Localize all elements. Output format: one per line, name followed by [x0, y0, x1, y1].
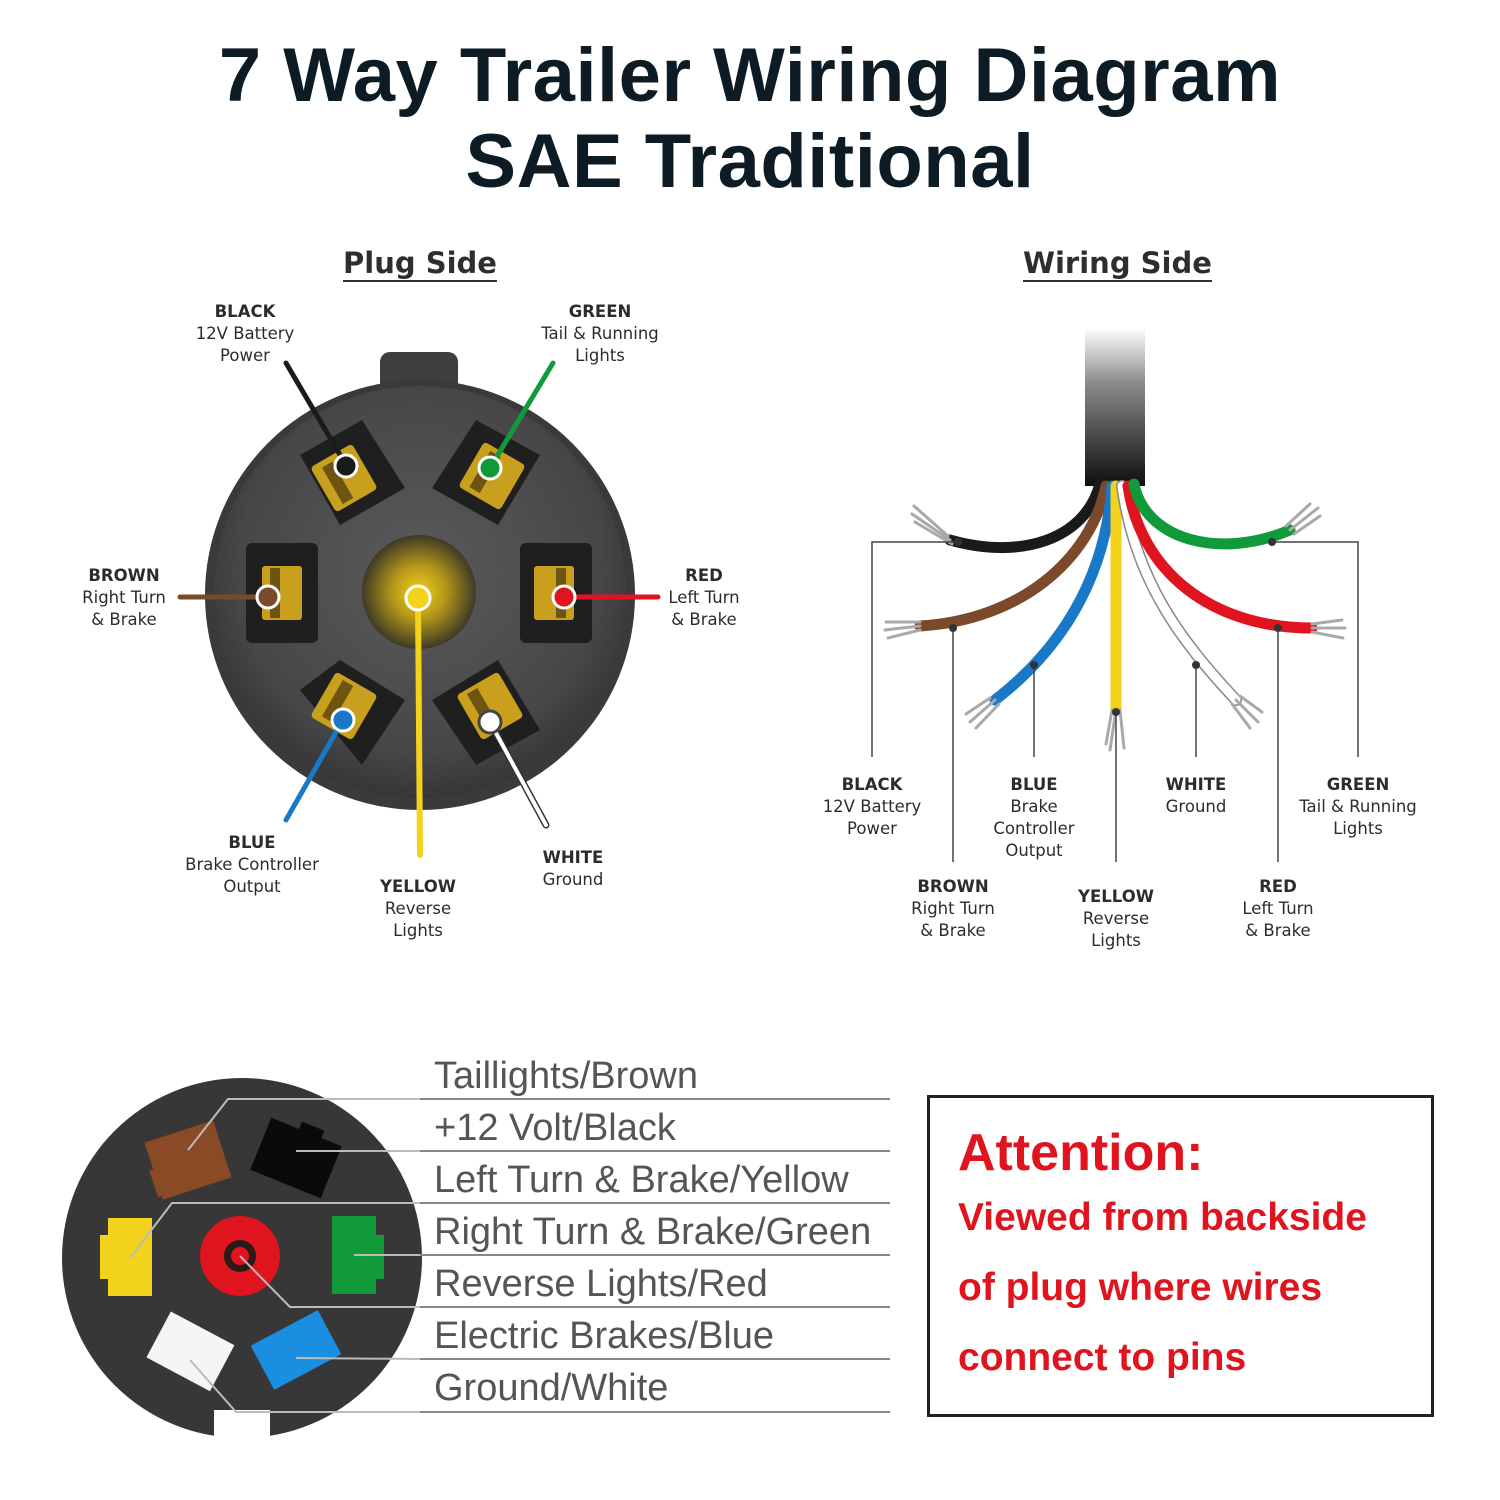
- terminal-white: [477, 709, 503, 735]
- wiring-wire-white: [1117, 481, 1241, 705]
- terminal-brown: [255, 584, 281, 610]
- plug-label-brown: BROWN Right Turn & Brake: [82, 566, 166, 629]
- legend-item-reverse: Reverse Lights/Red: [434, 1263, 768, 1305]
- wiring-wire-red: [1122, 480, 1318, 634]
- terminal-red: [551, 584, 577, 610]
- title-line-1: 7 Way Trailer Wiring Diagram: [218, 33, 1282, 118]
- title-line-2: SAE Traditional: [465, 119, 1035, 204]
- cable-jacket: [1085, 328, 1145, 486]
- back-plug-notch: [214, 1410, 270, 1440]
- wiring-label-blue: BLUE Brake Controller Output: [993, 775, 1075, 860]
- tip-brown: [883, 620, 922, 640]
- plug-outer-rim: [205, 380, 635, 810]
- wiring-label-yellow: YELLOW Reverse Lights: [1078, 887, 1154, 950]
- tip-green: [1284, 502, 1322, 536]
- wire-blue: [283, 717, 346, 823]
- wiring-label-red: RED Left Turn & Brake: [1242, 877, 1314, 940]
- terminal-black: [333, 453, 359, 479]
- tip-red: [1310, 618, 1347, 640]
- terminal-yellow: [404, 584, 432, 612]
- wire-yellow: [415, 597, 423, 858]
- legend-item-right-turn: Right Turn & Brake/Green: [434, 1211, 872, 1253]
- legend-item-left-turn: Left Turn & Brake/Yellow: [434, 1159, 849, 1201]
- back-pin-blue: [250, 1310, 342, 1390]
- wiring-wire-white-outline: [1116, 480, 1242, 706]
- back-pin-white: [146, 1311, 235, 1392]
- attention-heading: Attention:: [958, 1124, 1204, 1182]
- legend-item-electric-brakes: Electric Brakes/Blue: [434, 1315, 775, 1357]
- pin-socket-green: [432, 420, 540, 525]
- tip-yellow: [1104, 708, 1126, 752]
- plug-face: [214, 386, 626, 798]
- wire-green: [487, 360, 556, 471]
- terminal-blue: [330, 707, 356, 733]
- leader-black: [871, 541, 958, 757]
- back-pin-black: [250, 1117, 342, 1199]
- back-plug-body: [62, 1078, 422, 1438]
- wiring-side-heading: Wiring Side: [1023, 246, 1212, 280]
- tip-white: [1230, 694, 1264, 730]
- plug-label-green: GREEN Tail & Running Lights: [541, 302, 659, 365]
- wiring-label-white: WHITE Ground: [1165, 775, 1227, 816]
- wiring-label-black: BLACK 12V Battery Power: [822, 775, 922, 838]
- pin-socket-black: [300, 420, 405, 525]
- plug-label-black: BLACK 12V Battery Power: [195, 302, 295, 365]
- back-pin-brown: [144, 1120, 232, 1200]
- wire-white: [488, 720, 548, 827]
- tip-blue: [964, 696, 1001, 730]
- legend-item-ground: Ground/White: [434, 1367, 669, 1409]
- plug-label-white: WHITE Ground: [542, 848, 604, 889]
- wiring-wire-black: [944, 478, 1106, 554]
- back-pin-yellow: [100, 1218, 152, 1296]
- plug-label-yellow: YELLOW Reverse Lights: [380, 877, 456, 940]
- pin-socket-white: [432, 660, 540, 765]
- plug-label-red: RED Left Turn & Brake: [668, 566, 740, 629]
- pin-socket-red: [520, 543, 592, 643]
- legend-item-12v: +12 Volt/Black: [434, 1107, 676, 1149]
- terminal-green: [477, 455, 503, 481]
- wiring-label-green: GREEN Tail & Running Lights: [1299, 775, 1417, 838]
- back-pin-red: [200, 1216, 280, 1296]
- pin-socket-blue: [300, 660, 405, 765]
- back-pin-green: [332, 1216, 384, 1294]
- wiring-wire-blue: [989, 480, 1118, 706]
- pin-socket-yellow: [362, 535, 476, 649]
- wiring-label-brown: BROWN Right Turn & Brake: [911, 877, 995, 940]
- leader-green: [1272, 541, 1359, 757]
- wiring-wire-brown: [914, 480, 1112, 632]
- attention-line-2: of plug where wires: [958, 1266, 1323, 1309]
- tip-black: [910, 504, 954, 546]
- legend-item-taillights: Taillights/Brown: [434, 1055, 698, 1097]
- wire-white-outline: [486, 718, 550, 829]
- attention-line-3: connect to pins: [958, 1336, 1247, 1379]
- attention-box: [927, 1095, 1434, 1417]
- plug-label-blue: BLUE Brake Controller Output: [185, 833, 319, 896]
- plug-key-tab: [380, 352, 458, 422]
- wire-black: [283, 360, 349, 468]
- plug-side-heading: Plug Side: [343, 246, 497, 280]
- pin-socket-brown: [246, 543, 318, 643]
- wiring-wire-green: [1128, 478, 1296, 550]
- attention-line-1: Viewed from backside: [958, 1196, 1367, 1239]
